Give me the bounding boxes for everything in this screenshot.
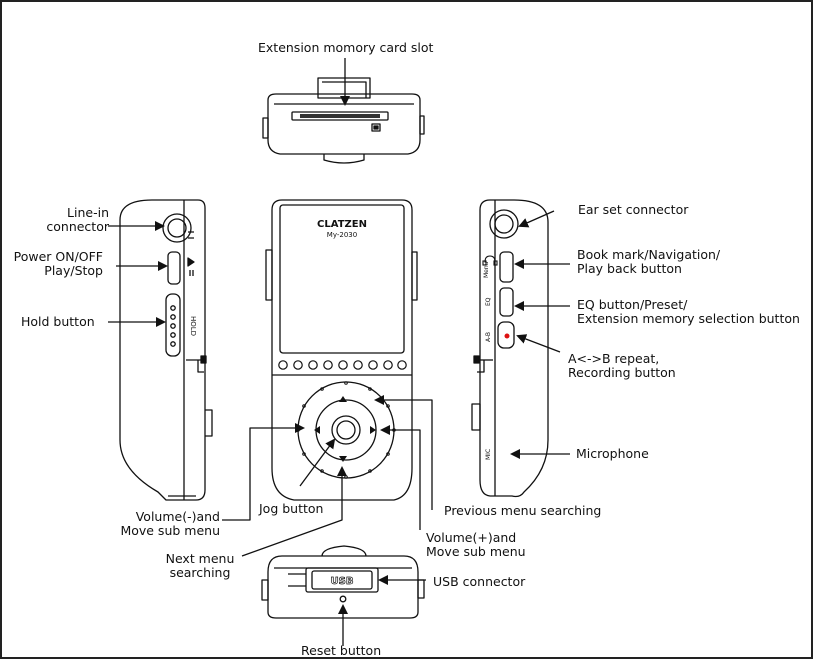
label-hold: Hold button: [21, 314, 95, 329]
front-view: [265, 199, 418, 501]
label-jog: Jog button: [259, 501, 324, 516]
label-prev-menu: Previous menu searching: [444, 503, 602, 518]
label-ear-set: Ear set connector: [578, 202, 689, 217]
left-side-view: [119, 199, 213, 501]
leader-lines: [108, 58, 570, 646]
top-view: [262, 77, 425, 164]
arrow-icon: [374, 395, 433, 510]
left-arrow-icon: [314, 426, 320, 434]
up-arrow-icon: [339, 396, 347, 402]
label-ab-repeat: A<->B repeat,Recording button: [568, 351, 676, 380]
headphone-icon: [482, 255, 498, 266]
brand-logo: CLATZEN: [317, 219, 367, 230]
arrow-icon: [516, 334, 561, 353]
down-arrow-icon: [339, 456, 347, 462]
led-row: [278, 360, 407, 370]
hold-mark: HOLD: [189, 316, 197, 336]
model-label: My-2030: [327, 231, 357, 239]
label-microphone: Microphone: [576, 446, 649, 461]
arrow-icon: [518, 210, 555, 228]
ab-mark: A-B: [485, 332, 492, 342]
arrow-icon: [299, 438, 336, 487]
jog-ring-dots: [296, 381, 396, 479]
label-bookmark: Book mark/Navigation/Play back button: [577, 247, 721, 276]
right-arrow-icon: [370, 426, 376, 434]
usb-port-label: USB: [331, 576, 354, 587]
menu-mark: Menu: [483, 261, 490, 278]
eq-mark: EQ: [485, 297, 492, 306]
right-side-view: [471, 199, 549, 498]
arrow-icon: [241, 466, 347, 557]
label-usb: USB connector: [433, 574, 526, 589]
mic-mark: MIC: [485, 449, 492, 460]
record-dot-icon: [504, 333, 510, 339]
label-memory-slot: Extension momory card slot: [258, 40, 434, 55]
label-eq: EQ button/Preset/Extension memory select…: [577, 297, 800, 326]
bottom-view: [261, 545, 425, 619]
arrow-icon: [380, 425, 421, 530]
arrow-icon: [222, 423, 305, 521]
label-reset: Reset button: [301, 643, 382, 658]
